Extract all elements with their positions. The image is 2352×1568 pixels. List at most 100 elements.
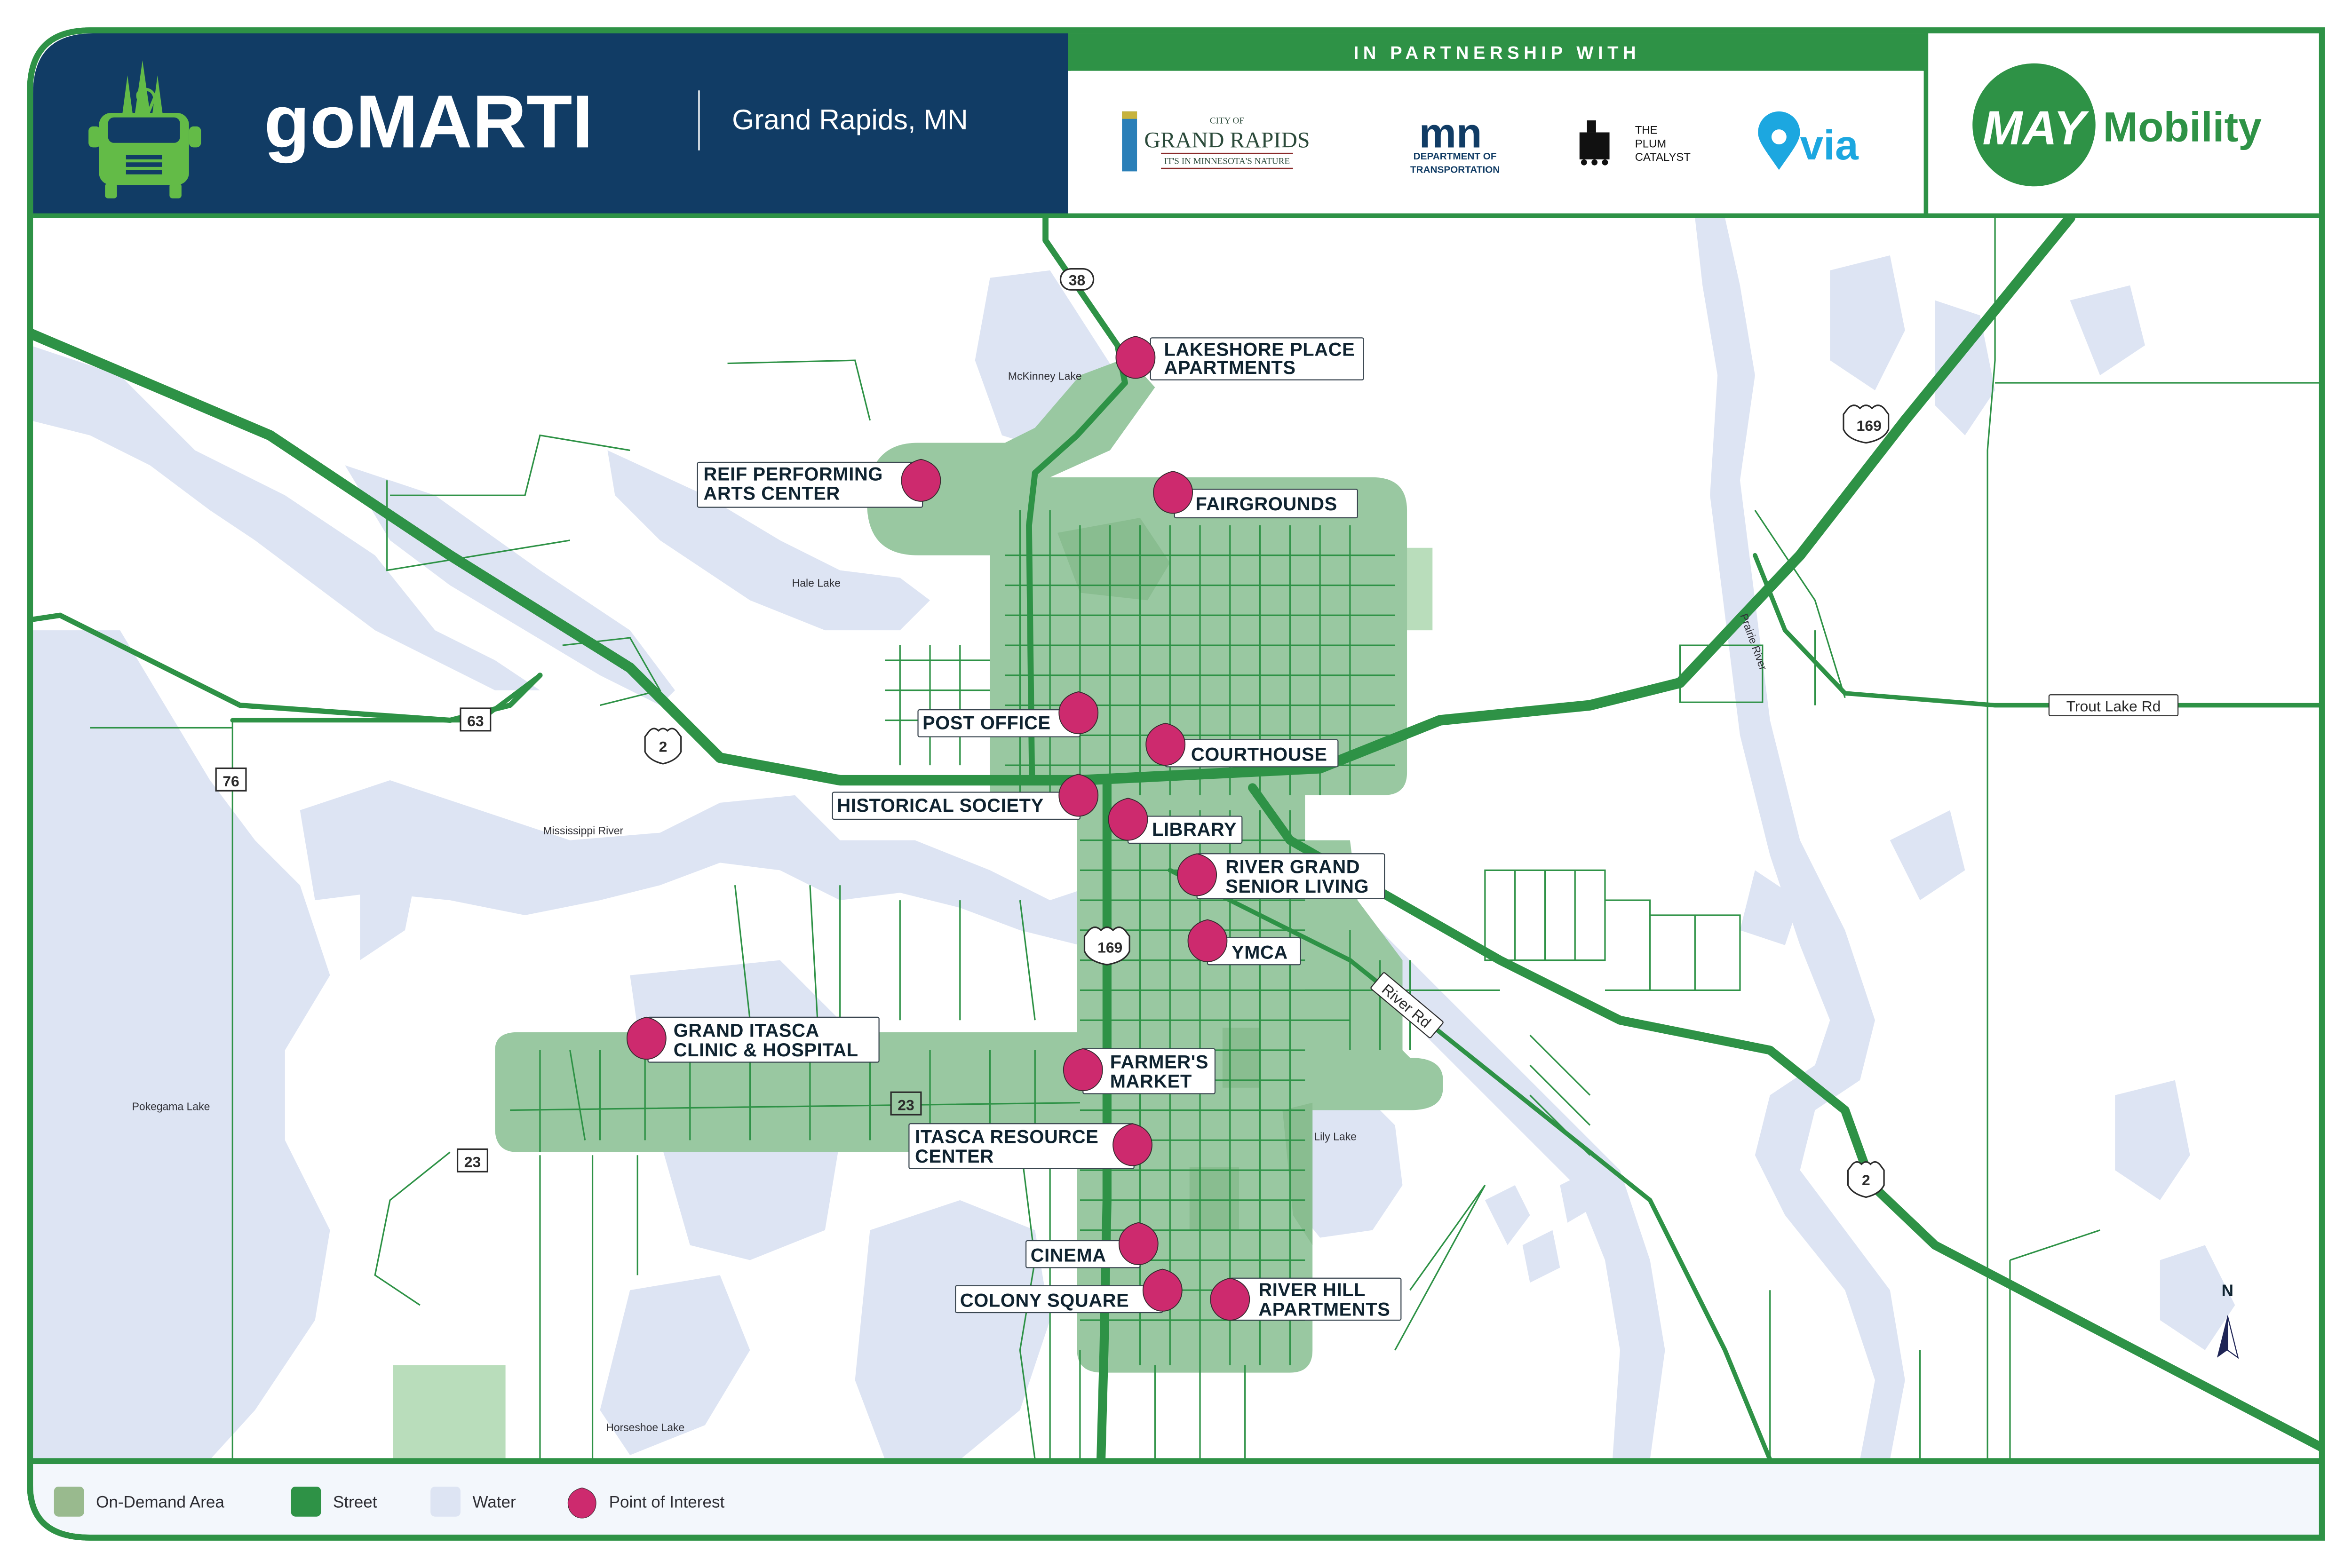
svg-text:76: 76 [222, 773, 239, 790]
county-23-shield-icon: 23 [890, 1091, 922, 1116]
poi-cinema[interactable]: CINEMA [1025, 1222, 1159, 1268]
svg-text:63: 63 [467, 713, 484, 729]
us-169-shield-icon: 169 [1843, 404, 1890, 444]
svg-text:On-Demand Area: On-Demand Area [96, 1493, 224, 1512]
partner-plum-catalyst[interactable]: THE PLUM CATALYST [1579, 120, 1691, 166]
svg-text:38: 38 [1069, 272, 1085, 289]
poi-courthouse[interactable]: COURTHOUSE [1145, 722, 1339, 768]
hale-lake-label: Hale Lake [792, 577, 841, 589]
legend-item-point-of-interest: Point of Interest [567, 1487, 724, 1519]
plum-catalyst-skyline-icon [1579, 120, 1610, 166]
svg-text:2: 2 [1862, 1172, 1870, 1188]
svg-text:THE: THE [1635, 124, 1658, 137]
partnership-banner [1068, 33, 1926, 71]
svg-text:Mobility: Mobility [2103, 103, 2262, 150]
svg-text:CENTER: CENTER [915, 1146, 994, 1167]
svg-text:RIVER GRAND: RIVER GRAND [1225, 857, 1360, 878]
major-streets [30, 218, 2322, 1460]
partnership-label: IN PARTNERSHIP WITH [1354, 43, 1641, 63]
svg-text:HISTORICAL SOCIETY: HISTORICAL SOCIETY [837, 795, 1044, 816]
poi-river-hill-apartments[interactable]: RIVER HILL APARTMENTS [1209, 1277, 1402, 1321]
may-mobility-logo[interactable]: MAY Mobility [1972, 63, 2262, 187]
svg-text:LIBRARY: LIBRARY [1152, 819, 1237, 840]
svg-text:REIF PERFORMING: REIF PERFORMING [704, 464, 883, 484]
on-demand-area [495, 357, 1443, 1373]
svg-text:CITY OF: CITY OF [1210, 116, 1244, 126]
poi-library[interactable]: LIBRARY [1107, 797, 1243, 844]
us-2-shield-icon: 2 [644, 728, 682, 765]
us-169-highway[interactable] [1096, 776, 1112, 1460]
partner-city-grand-rapids[interactable]: CITY OF GRAND RAPIDS IT'S IN MINNESOTA'S… [1122, 111, 1310, 172]
river-rd[interactable] [1168, 868, 1772, 1460]
gomarti-logo-icon [88, 60, 201, 198]
partner-mndot[interactable]: mn DEPARTMENT OF TRANSPORTATION [1410, 109, 1500, 175]
poi-grand-itasca-clinic-hospital[interactable]: GRAND ITASCA CLINIC & HOSPITAL [626, 1016, 880, 1063]
svg-text:2: 2 [659, 738, 667, 755]
svg-text:SENIOR LIVING: SENIOR LIVING [1225, 876, 1369, 897]
poi-fairgrounds[interactable]: FAIRGROUNDS [1152, 470, 1358, 519]
svg-text:23: 23 [898, 1097, 914, 1114]
pokegama-lake-label: Pokegama Lake [132, 1101, 210, 1113]
svg-text:COURTHOUSE: COURTHOUSE [1191, 744, 1327, 765]
north-label: N [2222, 1282, 2233, 1300]
legend-item-water: Water [430, 1486, 516, 1517]
poi-farmers-market[interactable]: FARMER'S MARKET [1063, 1048, 1216, 1094]
poi-river-grand-senior-living[interactable]: RIVER GRAND SENIOR LIVING [1176, 853, 1385, 900]
street-swatch-icon [291, 1486, 321, 1517]
water-swatch-icon [430, 1486, 461, 1517]
poi-ymca[interactable]: YMCA [1187, 919, 1301, 966]
svg-text:Street: Street [333, 1493, 377, 1512]
svg-text:ITASCA RESOURCE: ITASCA RESOURCE [915, 1127, 1098, 1148]
county-76-shield-icon: 76 [215, 767, 247, 792]
poi-itasca-resource-center[interactable]: ITASCA RESOURCE CENTER [908, 1123, 1153, 1170]
county-23-shield-icon: 23 [456, 1148, 488, 1172]
svg-text:CINEMA: CINEMA [1031, 1245, 1106, 1266]
lily-lake-label: Lily Lake [1314, 1130, 1357, 1142]
mississippi-river-label: Mississippi River [543, 824, 623, 837]
on-demand-swatch-icon [54, 1486, 84, 1517]
svg-text:MARKET: MARKET [1110, 1071, 1192, 1092]
header-brand-panel [33, 33, 1068, 215]
svg-text:FAIRGROUNDS: FAIRGROUNDS [1195, 494, 1337, 515]
svg-text:COLONY SQUARE: COLONY SQUARE [960, 1290, 1129, 1311]
brand-title: goMARTI [264, 79, 593, 163]
svg-text:POST OFFICE: POST OFFICE [922, 713, 1051, 734]
svg-text:CATALYST: CATALYST [1635, 151, 1691, 164]
svg-text:APARTMENTS: APARTMENTS [1258, 1299, 1390, 1320]
poi-colony-square[interactable]: COLONY SQUARE [955, 1268, 1183, 1314]
svg-text:YMCA: YMCA [1232, 942, 1288, 963]
svg-text:TRANSPORTATION: TRANSPORTATION [1410, 165, 1500, 175]
svg-text:DEPARTMENT OF: DEPARTMENT OF [1414, 151, 1497, 162]
svg-text:169: 169 [1097, 939, 1122, 956]
svg-text:PLUM: PLUM [1635, 137, 1666, 150]
state-38-road[interactable] [1026, 218, 1128, 784]
legend: On-Demand Area Street Water Point of Int… [30, 1458, 2322, 1535]
svg-text:MAY: MAY [1982, 101, 2089, 155]
partner-via[interactable]: via [1758, 111, 1859, 170]
svg-text:23: 23 [464, 1154, 481, 1171]
mckinney-lake-label: McKinney Lake [1008, 370, 1082, 382]
trout-lake-rd-label: Trout Lake Rd [2066, 697, 2161, 714]
poi-historical-society[interactable]: HISTORICAL SOCIETY [832, 773, 1099, 820]
header: goMARTI Grand Rapids, MN IN PARTNERSHIP … [33, 33, 2319, 220]
svg-text:IT'S IN MINNESOTA'S NATURE: IT'S IN MINNESOTA'S NATURE [1164, 156, 1290, 166]
map-area[interactable]: McKinney Lake Hale Lake Mississippi Rive… [30, 218, 2325, 1460]
svg-text:Water: Water [472, 1493, 516, 1512]
svg-text:ARTS CENTER: ARTS CENTER [704, 483, 840, 504]
state-38-shield-icon: 38 [1059, 268, 1095, 291]
us-169-shield-icon: 169 [1083, 926, 1130, 966]
us-2-shield-icon: 2 [1847, 1161, 1885, 1198]
mn-logo-icon: mn [1419, 109, 1482, 156]
may-badge-icon [1972, 63, 2096, 187]
svg-text:LAKESHORE PLACE: LAKESHORE PLACE [1164, 340, 1355, 360]
poi-lakeshore-place-apartments[interactable]: LAKESHORE PLACE APARTMENTS [1115, 335, 1364, 380]
legend-item-street: Street [291, 1486, 377, 1517]
horseshoe-lake-label: Horseshoe Lake [606, 1421, 684, 1433]
city-logo-icon [1122, 111, 1137, 172]
svg-text:GRAND ITASCA: GRAND ITASCA [674, 1020, 819, 1041]
us-2-highway[interactable] [30, 218, 2075, 786]
poi-post-office[interactable]: POST OFFICE [917, 691, 1099, 737]
poi-reif-performing-arts-center[interactable]: REIF PERFORMING ARTS CENTER [697, 459, 941, 508]
